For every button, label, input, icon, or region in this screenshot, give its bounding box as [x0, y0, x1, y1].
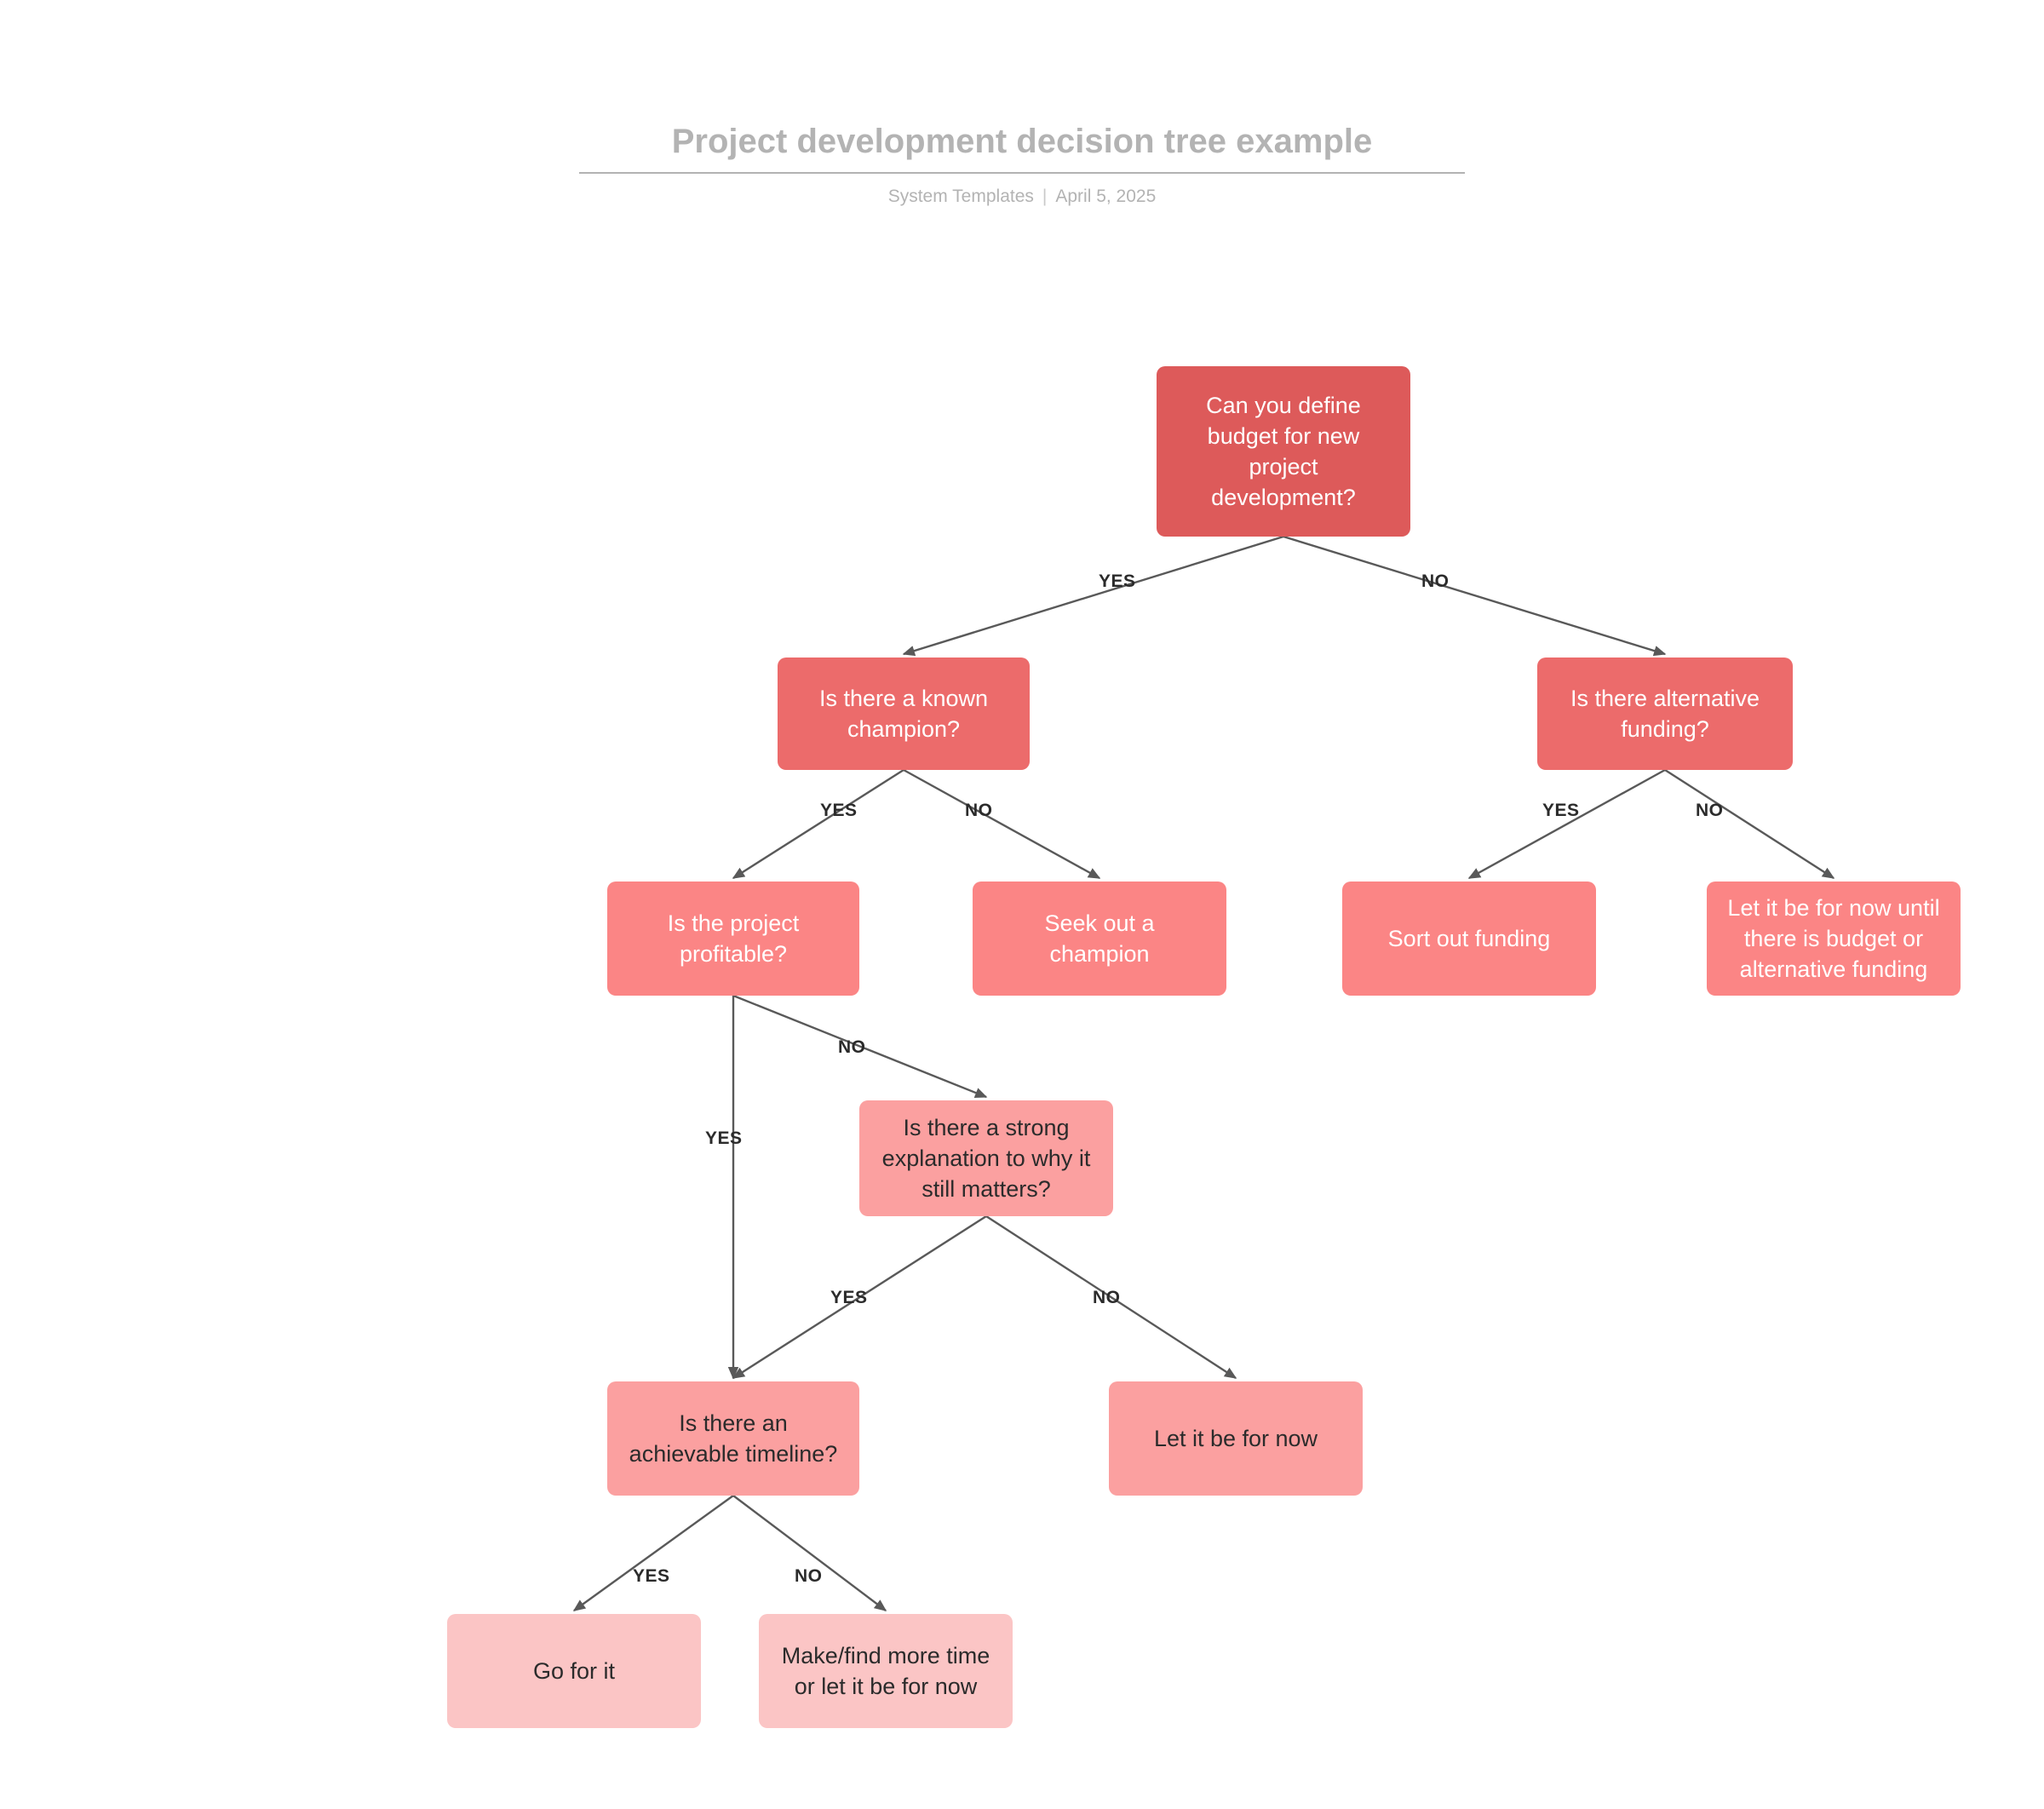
document-header: Project development decision tree exampl… — [0, 119, 2044, 208]
decision-node-sort_fund[interactable]: Sort out funding — [1342, 882, 1596, 996]
title-divider — [579, 172, 1465, 174]
decision-node-altfund_q[interactable]: Is there alternative funding? — [1537, 658, 1793, 770]
edge-e-champ-no — [903, 768, 1101, 880]
page-title: Project development decision tree exampl… — [671, 123, 1373, 160]
author-label: System Templates — [887, 187, 1034, 206]
edge-label-e-root-yes: YES — [1099, 571, 1136, 591]
decision-node-go_for_it[interactable]: Go for it — [447, 1614, 701, 1728]
edge-e-timeline-yes — [572, 1495, 734, 1611]
edge-label-e-altfund-no: NO — [1696, 801, 1724, 820]
edge-label-e-champ-no: NO — [965, 801, 993, 820]
edge-e-root-no — [1283, 535, 1667, 657]
decision-node-let_now[interactable]: Let it be for now — [1109, 1381, 1363, 1496]
edge-label-e-strongexp-yes: YES — [830, 1288, 868, 1307]
edge-e-champ-yes — [732, 768, 904, 880]
decision-node-strong_exp_q[interactable]: Is there a strong explanation to why it … — [859, 1100, 1113, 1216]
edge-e-timeline-no — [732, 1495, 887, 1611]
decision-node-timeline_q[interactable]: Is there an achievable timeline? — [607, 1381, 859, 1496]
decision-node-profit_q[interactable]: Is the project profitable? — [607, 882, 859, 996]
edge-label-e-altfund-yes: YES — [1542, 801, 1580, 820]
edge-e-root-yes — [902, 535, 1284, 657]
edge-e-altfund-no — [1664, 768, 1835, 880]
edge-label-e-timeline-no: NO — [795, 1566, 823, 1586]
decision-node-seek_champ[interactable]: Seek out a champion — [973, 882, 1226, 996]
edge-label-e-root-no: NO — [1421, 571, 1450, 591]
edge-label-e-profit-yes: YES — [705, 1128, 743, 1148]
edge-label-e-timeline-yes: YES — [633, 1566, 670, 1586]
decision-node-make_time[interactable]: Make/find more time or let it be for now — [759, 1614, 1013, 1728]
date-label: April 5, 2025 — [1055, 187, 1157, 206]
decision-node-champion_q[interactable]: Is there a known champion? — [778, 658, 1030, 770]
edge-label-e-champ-yes: YES — [820, 801, 858, 820]
edge-label-e-profit-no: NO — [838, 1037, 866, 1057]
edge-e-altfund-yes — [1467, 768, 1666, 880]
subtitle-separator: | — [1042, 187, 1048, 206]
decision-node-root[interactable]: Can you define budget for new project de… — [1157, 366, 1410, 537]
edge-label-e-strongexp-no: NO — [1093, 1288, 1121, 1307]
decision-node-let_until[interactable]: Let it be for now until there is budget … — [1707, 882, 1961, 996]
document-subtitle: System Templates | April 5, 2025 — [0, 186, 2044, 208]
